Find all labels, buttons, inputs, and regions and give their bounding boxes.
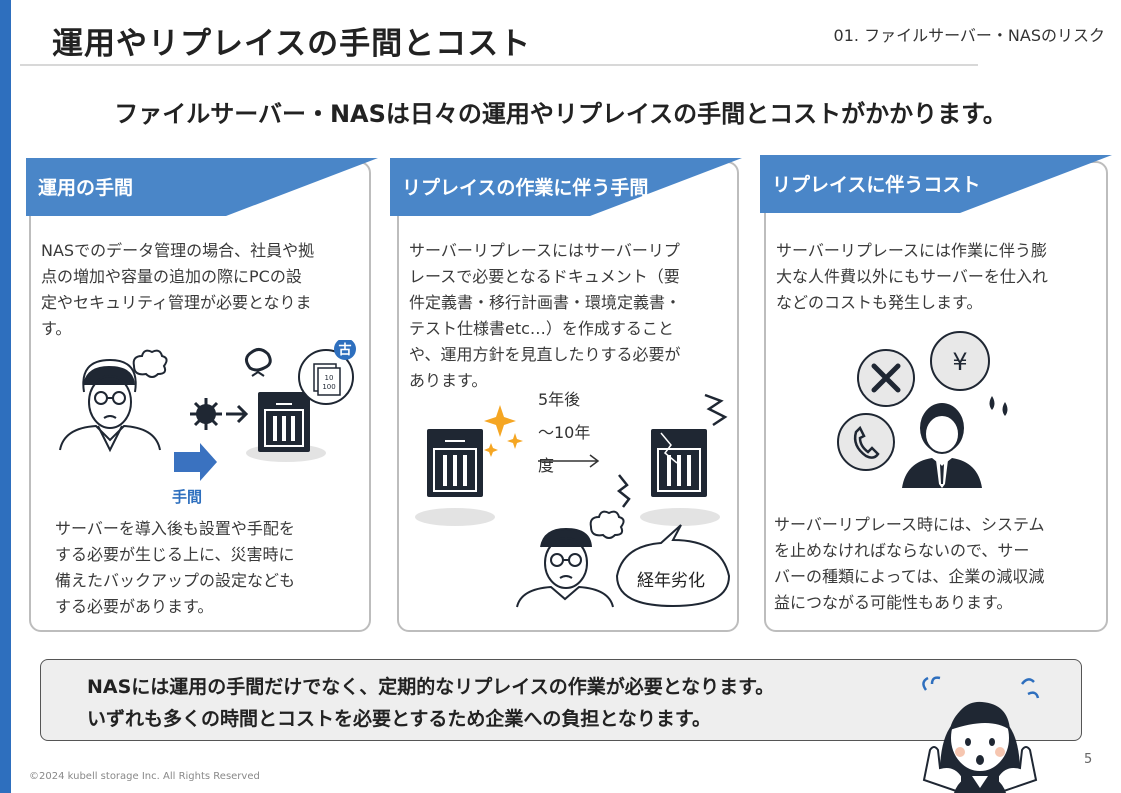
summary-box: NASには運用の手間だけでなく、定期的なリプレイスの作業が必要となります。 いず…: [40, 659, 1082, 741]
svg-text:10: 10: [325, 374, 334, 382]
sparkle-icon: [484, 405, 523, 457]
card-text-top: サーバーリプレースにはサーバーリプレースで必要となるドキュメント（要 件定義書・…: [409, 241, 682, 390]
virus-icon: [190, 398, 222, 430]
card-heading: リプレイスの作業に伴う手間: [402, 177, 649, 199]
speech-bubble-icon: [615, 524, 731, 608]
tools-icon: [871, 363, 901, 393]
svg-text:度: 度: [538, 456, 554, 475]
businessman-icon: [902, 403, 982, 488]
page-title: 運用やリプレイスの手間とコスト: [52, 26, 532, 62]
svg-text:100: 100: [322, 383, 335, 391]
svg-text:古: 古: [338, 342, 351, 358]
card-text-top: NASでのデータ管理の場合、社員や拠点の増加や容量の追加の際にPCの設 定やセキ…: [41, 241, 315, 338]
title-divider: [20, 64, 978, 66]
cost-illustration: ¥: [837, 331, 1008, 488]
thought-bubble-icon: [589, 510, 625, 539]
effort-arrow-icon: [174, 443, 217, 481]
thought-bubble-icon: [132, 349, 168, 378]
card-operation-effort: [29, 161, 371, 632]
lead-text: ファイルサーバー・NASは日々の運用やリプレイスの手間とコストがかかります。: [114, 100, 1007, 128]
copyright: ©2024 kubell storage Inc. All Rights Res…: [29, 771, 260, 782]
svg-text:〜10年: 〜10年: [538, 423, 590, 442]
new-server-icon: [415, 429, 495, 526]
worried-person-icon: [516, 527, 614, 608]
sweat-icon: [989, 396, 1008, 416]
card-text-bottom: サーバーを導入後も設置や手配をする必要が生じる上に、災害時に 備えたバックアップ…: [55, 519, 296, 616]
tangle-icon: [245, 347, 272, 372]
effort-label: 手間: [172, 488, 203, 506]
summary-line: NASには運用の手間だけでなく、定期的なリプレイスの作業が必要となります。: [87, 676, 775, 698]
phone-icon: [853, 425, 880, 459]
worried-person-icon: [59, 358, 161, 453]
arrow-icon: [226, 404, 249, 424]
yen-bubble-icon: [930, 331, 990, 391]
card-heading: 運用の手間: [38, 177, 134, 199]
zigzag-icon: [704, 393, 728, 427]
badge-old-icon: [334, 340, 356, 360]
svg-text:¥: ¥: [952, 348, 967, 376]
time-arrow-icon: [538, 454, 600, 468]
phone-bubble-icon: [837, 413, 895, 471]
section-label: 01. ファイルサーバー・NASのリスク: [833, 26, 1105, 45]
svg-text:経年劣化: 経年劣化: [637, 571, 705, 591]
old-server-icon: [640, 429, 720, 526]
accent-bar: [0, 0, 11, 793]
card-text-bottom: サーバーリプレース時には、システムを止めなければならないので、サー バーの種類に…: [774, 515, 1045, 612]
summary-line: いずれも多くの時間とコストを必要とするため企業への負担となります。: [87, 708, 711, 730]
card-heading: リプレイスに伴うコスト: [772, 174, 981, 196]
card-replace-cost: [764, 161, 1108, 632]
server-icon: [246, 392, 326, 462]
card-text-top: サーバーリプレースには作業に伴う膨大な人件費以外にもサーバーを仕入れ などのコス…: [776, 241, 1048, 312]
page-number: 5: [1084, 752, 1093, 767]
svg-text:5年後: 5年後: [538, 390, 580, 409]
zigzag-icon: [616, 474, 631, 508]
operation-illustration: 10 100 古: [59, 340, 356, 481]
worried-woman-icon: [922, 676, 1040, 793]
replace-illustration: 5年後 〜10年 度 経年劣化: [415, 390, 731, 608]
